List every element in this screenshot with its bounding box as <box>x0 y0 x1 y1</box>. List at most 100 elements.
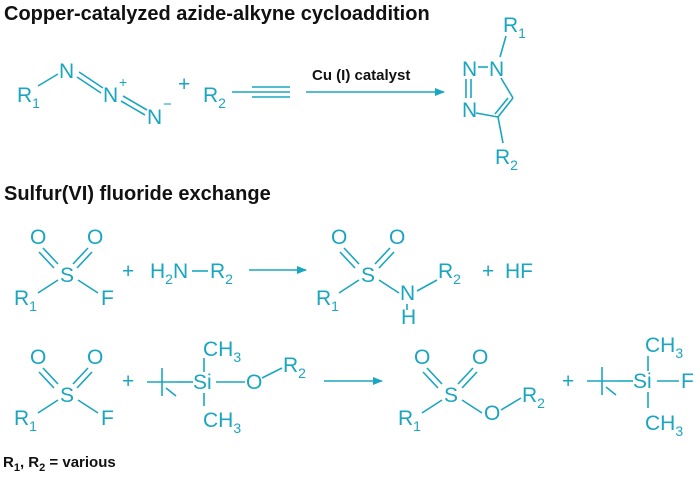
atom-o: O <box>389 226 405 249</box>
svg-text:R2: R2 <box>203 84 226 111</box>
atom-o: O <box>87 226 103 249</box>
svg-text:R1: R1 <box>14 407 37 434</box>
svg-text:CH3: CH3 <box>645 412 683 439</box>
atom-f: F <box>101 407 114 430</box>
hf-byproduct: HF <box>505 260 533 283</box>
subscript-3: 3 <box>675 423 683 439</box>
atom-r: R <box>14 287 29 310</box>
atom-ch: CH <box>645 412 675 435</box>
atom-n: N <box>400 282 415 305</box>
atom-r: R <box>14 407 29 430</box>
subscript-1: 1 <box>29 418 37 434</box>
atom-n: N <box>173 260 188 283</box>
atom-r: R <box>495 146 510 169</box>
plus-sign-r3a: + <box>122 370 134 393</box>
plus-sign-r1: + <box>178 73 190 96</box>
svg-text:R2: R2 <box>438 260 461 287</box>
atom-r: R <box>283 354 298 377</box>
atom-r: R <box>503 14 518 37</box>
atom-r: R <box>438 260 453 283</box>
triazole-n1: N <box>489 58 504 81</box>
plus-sign-r2b: + <box>482 260 494 283</box>
atom-f: F <box>101 287 114 310</box>
atom-o: O <box>331 226 347 249</box>
atom-o: O <box>484 402 500 425</box>
azide-n1: N <box>59 60 74 83</box>
svg-text:CH3: CH3 <box>203 409 241 436</box>
svg-text:R1: R1 <box>14 287 37 314</box>
atom-r: R <box>398 407 413 430</box>
subscript-2: 2 <box>298 365 306 381</box>
azide-n2: N <box>103 84 118 107</box>
subscript-1: 1 <box>32 95 40 111</box>
heading-sufex: Sulfur(VI) fluoride exchange <box>4 183 271 205</box>
sulfonyl-fluoride-2: O O S R1 F <box>14 346 114 434</box>
atom-o: O <box>30 346 46 369</box>
atom-r: R <box>210 260 225 283</box>
heading-cuaac: Copper-catalyzed azide-alkyne cycloaddit… <box>4 3 430 25</box>
atom-o: O <box>30 226 46 249</box>
svg-text:R2: R2 <box>210 260 233 287</box>
footnote: R1, R2 = various <box>3 454 116 474</box>
atom-o: O <box>246 371 262 394</box>
azide-n3: N <box>147 106 162 129</box>
sulfonate-product: O O S R1 O R2 <box>398 346 545 434</box>
amine-molecule: H2N R2 <box>150 260 233 287</box>
atom-o: O <box>87 346 103 369</box>
svg-text:CH3: CH3 <box>645 334 683 361</box>
atom-s: S <box>60 264 74 287</box>
atom-o: O <box>472 346 488 369</box>
subscript-2: 2 <box>453 271 461 287</box>
atom-si: Si <box>193 371 212 394</box>
atom-r: R <box>17 84 32 107</box>
subscript-3: 3 <box>233 349 241 365</box>
svg-text:H2N: H2N <box>150 260 188 287</box>
atom-r: R <box>203 84 218 107</box>
atom-ch: CH <box>203 409 233 432</box>
triazole-product: R1 N N N R2 <box>462 14 526 173</box>
subscript-2: 2 <box>218 95 226 111</box>
azide-molecule: R1 N N + N − <box>17 60 172 129</box>
sulfonamide-product: O O S R1 N H R2 <box>316 226 461 329</box>
azide-minus-charge: − <box>163 96 172 113</box>
sulfonyl-fluoride-1: O O S R1 F <box>14 226 114 314</box>
subscript-2: 2 <box>225 271 233 287</box>
subscript-1: 1 <box>29 298 37 314</box>
atom-si: Si <box>633 370 652 393</box>
subscript-1: 1 <box>331 298 339 314</box>
triazole-n2: N <box>462 99 477 122</box>
subscript-3: 3 <box>233 420 241 436</box>
subscript-2: 2 <box>537 395 545 411</box>
atom-o: O <box>414 346 430 369</box>
svg-text:R2: R2 <box>522 384 545 411</box>
plus-sign-r3b: + <box>562 370 574 393</box>
triazole-n3: N <box>462 58 477 81</box>
atom-f: F <box>681 370 694 393</box>
atom-h: H <box>150 260 165 283</box>
svg-text:R1: R1 <box>503 14 526 41</box>
silyl-ether-molecule: Si CH3 CH3 O R2 <box>147 338 306 436</box>
subscript-2: 2 <box>165 271 173 287</box>
atom-r: R <box>316 287 331 310</box>
svg-text:R1: R1 <box>316 287 339 314</box>
atom-s: S <box>361 264 375 287</box>
atom-s: S <box>60 384 74 407</box>
svg-text:R1: R1 <box>17 84 40 111</box>
atom-s: S <box>444 384 458 407</box>
subscript-2: 2 <box>510 157 518 173</box>
silyl-fluoride-product: Si CH3 CH3 F <box>587 334 694 439</box>
atom-h: H <box>401 306 416 329</box>
plus-sign-r2a: + <box>122 260 134 283</box>
catalyst-label: Cu (I) catalyst <box>312 67 410 84</box>
svg-text:R1: R1 <box>398 407 421 434</box>
subscript-1: 1 <box>413 418 421 434</box>
atom-ch: CH <box>645 334 675 357</box>
azide-plus-charge: + <box>119 74 127 90</box>
subscript-3: 3 <box>675 345 683 361</box>
svg-text:CH3: CH3 <box>203 338 241 365</box>
alkyne-molecule: R2 <box>203 84 290 111</box>
svg-text:R2: R2 <box>495 146 518 173</box>
svg-text:R2: R2 <box>283 354 306 381</box>
